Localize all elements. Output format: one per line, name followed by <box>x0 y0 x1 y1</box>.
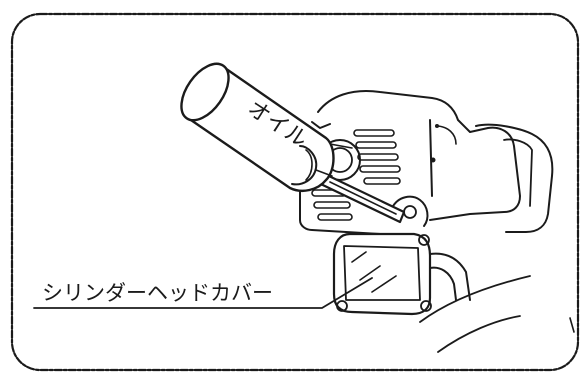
oil-can: オイル <box>180 62 406 224</box>
cylinder-head-cover-label: シリンダーヘッドカバー <box>42 281 273 305</box>
callout-leader-line <box>33 277 373 309</box>
figure-frame <box>10 12 580 372</box>
engine-body <box>299 90 575 353</box>
cylinder-head-cover <box>332 232 471 316</box>
cooling-fins-upper <box>353 129 401 185</box>
callout: シリンダーヘッドカバー <box>33 277 373 309</box>
